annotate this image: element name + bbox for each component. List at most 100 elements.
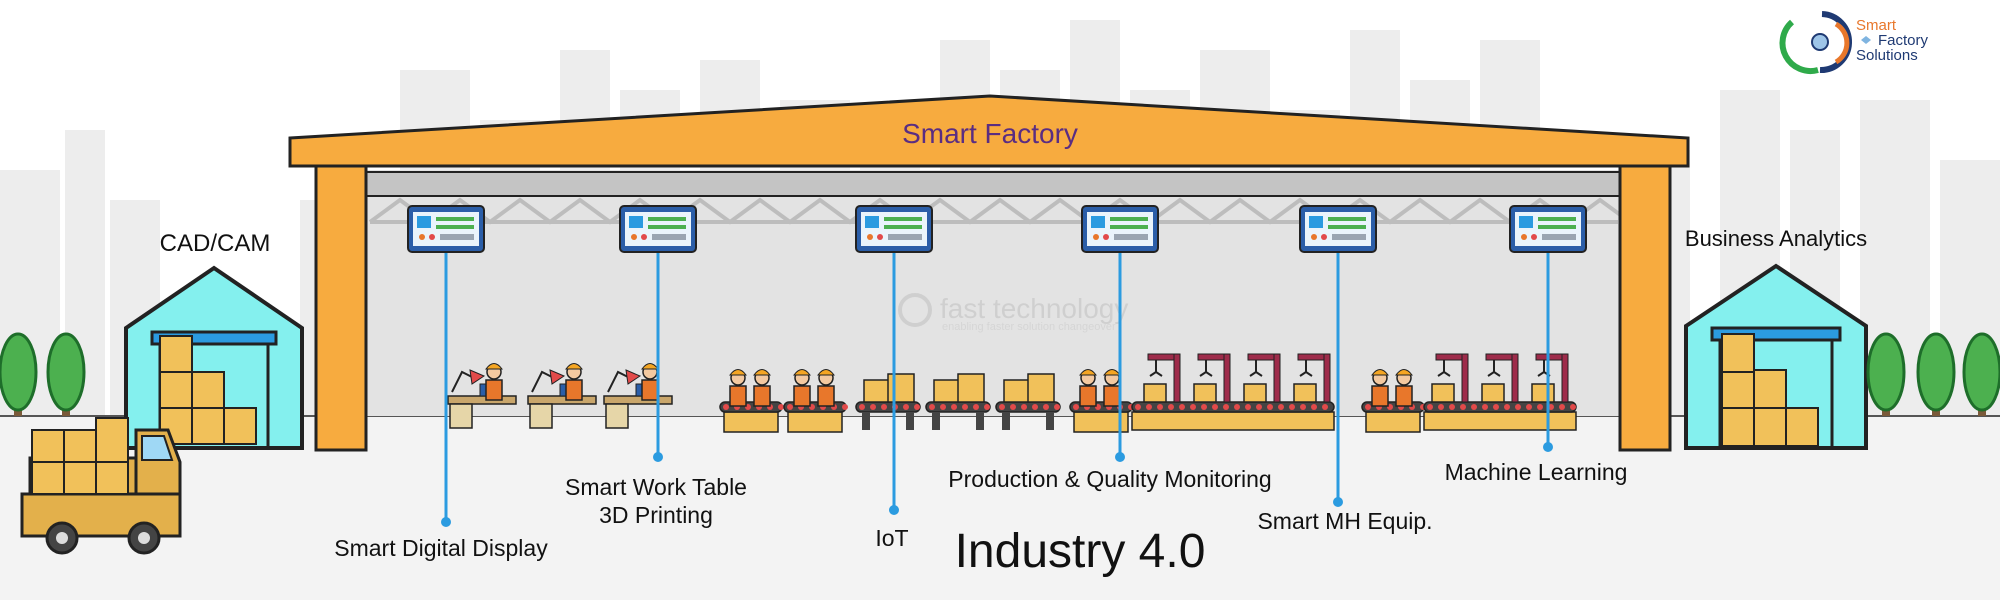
display-widget (417, 216, 431, 228)
conveyor-roller (1073, 404, 1079, 410)
logo-text-line2: Factory (1878, 32, 1929, 49)
display-bar (1538, 217, 1576, 221)
display-widget (629, 216, 643, 228)
logo-ring-orange (1834, 21, 1850, 65)
conveyor-roller (984, 404, 990, 410)
conveyor-roller (1438, 404, 1444, 410)
delivery-truck (20, 417, 182, 555)
left-pillar (314, 164, 368, 452)
hard-hat-icon (1079, 369, 1097, 376)
label-machine-learning: Machine Learning (1444, 459, 1628, 485)
pointer-dot (889, 505, 899, 515)
robot-arm-post (1323, 353, 1331, 403)
pointer-dot (441, 517, 451, 527)
display-bar (1328, 217, 1366, 221)
worker-body (485, 379, 503, 401)
robot-arm-post (1511, 353, 1519, 403)
truss-zigzag (368, 197, 1632, 225)
logo-text-line1: Smart (1856, 17, 1897, 34)
conveyor-roller (1289, 404, 1295, 410)
conveyor-box (1027, 373, 1055, 403)
conveyor-roller (1322, 404, 1328, 410)
tree-icon (0, 332, 38, 412)
conveyor-roller (1526, 404, 1532, 410)
display-status-bar (440, 234, 474, 240)
worker-body (1371, 385, 1389, 407)
conveyor-box (1003, 379, 1031, 403)
conveyor-roller (1179, 404, 1185, 410)
display-bar (1538, 225, 1576, 229)
conveyor-roller (1201, 404, 1207, 410)
conveyor-roller (1365, 404, 1371, 410)
conveyor-roller (1157, 404, 1163, 410)
hard-hat-icon (485, 363, 503, 370)
table-drawer (449, 403, 473, 429)
conveyor-roller (999, 404, 1005, 410)
roof-truss (368, 197, 1632, 225)
box (191, 407, 225, 445)
spark-icon (1861, 36, 1871, 44)
conveyor-roller (1054, 404, 1060, 410)
display-bar (1110, 217, 1148, 221)
tree-icon (1916, 332, 1956, 412)
conveyor-roller (1021, 404, 1027, 410)
conveyor-roller (1504, 404, 1510, 410)
conveyor-box (887, 373, 915, 403)
conveyor-roller (962, 404, 968, 410)
conveyor-roller (1223, 404, 1229, 410)
label-production-quality-monitoring: Production & Quality Monitoring (948, 466, 1272, 492)
conveyor-roller (940, 404, 946, 410)
display-widget (1309, 216, 1323, 228)
hard-hat-icon (1371, 369, 1389, 376)
tree-icon (1962, 332, 2000, 412)
printer-head-icon (469, 369, 486, 385)
conveyor-roller (1278, 404, 1284, 410)
box (1753, 407, 1787, 447)
conveyor-roller (842, 404, 848, 410)
pointer-dot (653, 452, 663, 462)
display-indicator (1521, 234, 1527, 240)
label-3d-printing: 3D Printing (599, 502, 713, 528)
display-indicator (1531, 234, 1537, 240)
display-indicator (1321, 234, 1327, 240)
display-status-bar (1332, 234, 1366, 240)
watermark-tagline: enabling faster solution changeover (942, 321, 1116, 333)
conveyor-leg (1046, 412, 1054, 430)
table-drawer (529, 403, 553, 429)
pointer-dot (1333, 497, 1343, 507)
conveyor-roller (1570, 404, 1576, 410)
line-base (1131, 411, 1335, 431)
display-bar (884, 225, 922, 229)
conveyor-box (863, 379, 891, 403)
robot-box (1193, 383, 1217, 403)
worker-body (1103, 385, 1121, 407)
label-smart-mh-equip: Smart MH Equip. (1257, 508, 1433, 534)
conveyor-roller (1427, 404, 1433, 410)
robot-arm-post (1461, 353, 1469, 403)
production-line (447, 353, 1577, 433)
box (1785, 407, 1819, 447)
conveyor-roller (859, 404, 865, 410)
watermark: fast technology enabling faster solution… (898, 293, 1128, 333)
footer-title: Industry 4.0 (954, 525, 1206, 578)
robot-arm-post (1173, 353, 1181, 403)
hard-hat-icon (793, 369, 811, 376)
display-bar (436, 217, 474, 221)
robot-box (1481, 383, 1505, 403)
worker-body (1395, 385, 1413, 407)
work-table (527, 395, 597, 405)
conveyor-roller (914, 404, 920, 410)
box (191, 371, 225, 409)
display-bar (648, 217, 686, 221)
display-bar (1110, 225, 1148, 229)
conveyor-box (957, 373, 985, 403)
worker-body (641, 379, 659, 401)
display-indicator (429, 234, 435, 240)
worker-body (729, 385, 747, 407)
conveyor-belt (855, 401, 921, 413)
worker-body (817, 385, 835, 407)
worker-body (793, 385, 811, 407)
station-crate (1365, 411, 1421, 433)
conveyor-roller (1168, 404, 1174, 410)
warehouse-boxes (159, 333, 1819, 447)
